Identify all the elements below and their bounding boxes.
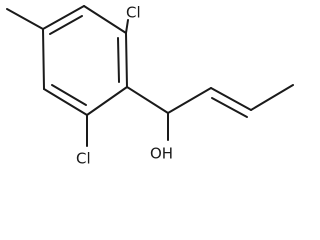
chain-bond-carbinol-to-alkene (167, 87, 212, 114)
terminal-methyl-bond (250, 84, 294, 111)
ring-bond-bottom-left-inner (51, 84, 87, 106)
ring-bond-top-right (83, 5, 127, 34)
chain-bond-ring-to-carbinol (126, 86, 169, 114)
structure-canvas: Cl Cl OH (6, 4, 294, 168)
ring-bond-top-left-inner (49, 15, 83, 35)
hydroxyl-label: OH (150, 145, 173, 163)
ring-bond-right-lower (86, 86, 128, 116)
ring-bond-right-upper (125, 32, 128, 88)
cl-top-label: Cl (126, 4, 141, 22)
ring-bond-top-left (42, 5, 85, 30)
methyl-bond (6, 8, 44, 30)
ring-bond-bottom-left (43, 88, 88, 116)
molecule-diagram: Cl Cl OH (6, 4, 294, 168)
ring-bond-left (42, 28, 45, 90)
cl-bottom-label: Cl (76, 150, 91, 168)
alkene-double-bond-outer (210, 87, 252, 111)
cl-top-bond (125, 19, 129, 34)
ring-bond-right-upper-inner (117, 37, 120, 83)
alkene-double-bond-inner (211, 97, 248, 118)
